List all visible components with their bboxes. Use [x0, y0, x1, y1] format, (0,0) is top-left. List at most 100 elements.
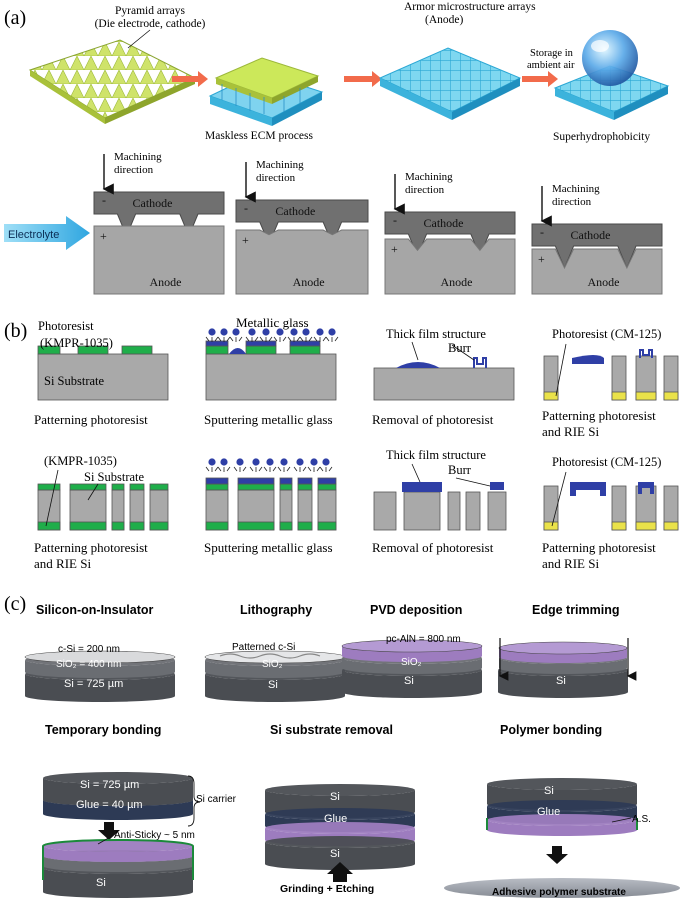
sio2-400-label: SiO₂ = 400 nm [56, 659, 121, 670]
svg-text:+: + [242, 233, 249, 247]
photoresist-layer [205, 483, 229, 491]
metallic-glass-layer [317, 477, 337, 485]
polymer-substrate [444, 878, 680, 898]
metallic-glass-layer [245, 340, 277, 347]
atom-icon [252, 458, 260, 466]
kmpr-label-2: (KMPR-1035) [44, 454, 117, 468]
up-arrow-icon [327, 862, 353, 882]
atom-icon [276, 328, 284, 336]
si-wafer [43, 868, 193, 898]
kmpr-label: (KMPR-1035) [40, 336, 113, 350]
temporary-bonding-title: Temporary bonding [45, 723, 161, 737]
si-substrate [205, 353, 337, 401]
svg-text:Anode: Anode [588, 275, 620, 289]
pyramid-sublabel: (Die electrode, cathode) [95, 18, 206, 30]
photoresist-layer [121, 345, 153, 355]
si-substrate [465, 491, 481, 531]
photoresist-layer [77, 345, 109, 355]
atom-icon [302, 328, 310, 336]
metallic-glass-layer [205, 477, 229, 485]
patterned-csi-label: Patterned c-Si [232, 642, 295, 653]
photoresist-layer [37, 521, 61, 531]
sio2-layer [25, 660, 175, 678]
si-label: Si [268, 679, 278, 691]
si-label-removal-top: Si [330, 791, 340, 803]
atom-icon [236, 458, 244, 466]
lithography-title: Lithography [240, 603, 312, 617]
atom-icon [322, 458, 330, 466]
si-substrate [487, 491, 507, 531]
si-label-polymer: Si [544, 785, 554, 797]
photoresist-layer [205, 345, 229, 355]
pyramid-array-image [28, 39, 197, 124]
caption-patterning-rie-row2b-2: and RIE Si [542, 556, 599, 571]
photoresist-cm-layer [635, 391, 657, 401]
down-arrow-icon [546, 846, 568, 864]
si-label-bond: Si [96, 877, 106, 889]
si-725-label: Si = 725 µm [64, 678, 123, 690]
atom-icon [208, 458, 216, 466]
caption-removal-row2: Removal of photoresist [372, 540, 494, 555]
caption-removal: Removal of photoresist [372, 412, 494, 427]
svg-text:Cathode: Cathode [571, 228, 611, 242]
photoresist-cm-layer [663, 521, 679, 531]
si-substrate [373, 367, 515, 401]
adhesive-polymer-label: Adhesive polymer substrate [492, 887, 626, 898]
polymer-bonding-title: Polymer bonding [500, 723, 602, 737]
si-substrate [403, 491, 441, 531]
metallic-glass-layer [279, 477, 293, 485]
anti-sticky-label: Anti-Sticky ~ 5 nm [114, 830, 195, 841]
edge-trimming-title: Edge trimming [532, 603, 620, 617]
pyramid-label: Pyramid arrays [115, 5, 185, 17]
atom-icon [266, 458, 274, 466]
sio2-label: SiO₂ [262, 659, 283, 670]
storage-label-2: ambient air [527, 60, 575, 71]
caption-sputtering: Sputtering metallic glass [204, 412, 333, 427]
atom-icon [316, 328, 324, 336]
photoresist-cm-layer [663, 391, 679, 401]
svg-text:Cathode: Cathode [275, 204, 315, 218]
svg-text:Machining: Machining [552, 183, 600, 195]
glue-label-removal: Glue [324, 813, 347, 825]
armor-label: Armor microstructure arrays [404, 1, 536, 13]
svg-text:Anode: Anode [441, 275, 473, 289]
atom-icon [290, 328, 298, 336]
photoresist-cm-layer [543, 391, 559, 401]
atom-icon [232, 328, 240, 336]
si-substrate [37, 353, 169, 401]
process-arrow-icon [522, 71, 558, 87]
metallic-glass-layer [297, 477, 313, 485]
electrolyte-arrow-icon [4, 216, 90, 250]
photoresist-layer [129, 483, 145, 491]
atom-icon [296, 458, 304, 466]
photoresist-cm-layer [611, 391, 627, 401]
si-wafer [205, 674, 345, 702]
si-wafer [265, 842, 415, 870]
pcaln-layer [499, 648, 627, 663]
atom-icon [280, 458, 288, 466]
atom-icon [220, 458, 228, 466]
svg-text:-: - [102, 193, 106, 207]
si-725-carrier-label: Si = 725 µm [80, 779, 139, 791]
metallic-glass-label: Metallic glass [236, 315, 309, 330]
sio2-layer [342, 658, 482, 674]
svg-text:Machining: Machining [405, 171, 453, 183]
thick-film [402, 482, 442, 492]
thick-film-label: Thick film structure [386, 327, 486, 341]
photoresist-cm-layer [611, 521, 627, 531]
photoresist-cm-label-2: Photoresist (CM-125) [552, 455, 661, 469]
photoresist-layer [279, 483, 293, 491]
sio2-layer [43, 856, 193, 872]
caption-patterning-rie-row2b: Patterning photoresist [542, 540, 656, 555]
si-carrier [43, 778, 193, 806]
process-arrow-icon [172, 71, 208, 87]
photoresist-layer [297, 521, 313, 531]
photoresist-layer [149, 483, 169, 491]
caption-patterning-photoresist: Patterning photoresist [34, 412, 148, 427]
svg-text:Machining: Machining [256, 159, 304, 171]
